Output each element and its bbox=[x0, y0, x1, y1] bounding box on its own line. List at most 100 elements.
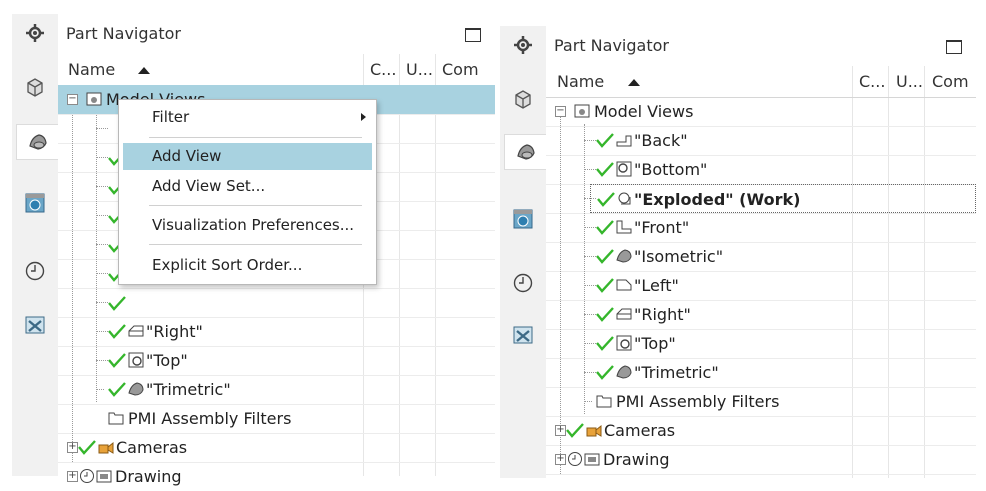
tree-row-drawing[interactable]: + Drawing bbox=[546, 445, 976, 474]
tree-label: "Exploded" (Work) bbox=[634, 190, 801, 209]
menu-item-add-view[interactable]: Add View bbox=[123, 143, 372, 170]
tree-row-drawing[interactable]: + Drawing bbox=[58, 462, 495, 491]
tree-label: PMI Assembly Filters bbox=[128, 409, 292, 428]
tree-label: "Isometric" bbox=[634, 247, 724, 266]
expand-icon[interactable]: + bbox=[67, 441, 78, 453]
check-icon bbox=[108, 353, 126, 368]
drawing-icon bbox=[96, 470, 112, 483]
camera-icon bbox=[586, 424, 602, 437]
tree-label: "Trimetric" bbox=[146, 380, 231, 399]
front-view-icon bbox=[616, 220, 632, 234]
back-view-icon bbox=[616, 135, 632, 147]
tree-row-trimetric[interactable]: "Trimetric" bbox=[58, 375, 495, 404]
tree-label: Drawing bbox=[115, 467, 182, 486]
check-icon bbox=[596, 162, 614, 177]
maximize-icon[interactable] bbox=[946, 40, 962, 54]
folder-icon bbox=[596, 395, 612, 408]
expand-icon[interactable]: + bbox=[67, 470, 78, 482]
menu-item-visualization-preferences[interactable]: Visualization Preferences... bbox=[152, 216, 355, 234]
part-navigator-panel-right: Part Navigator Name C... U... Com bbox=[500, 26, 976, 478]
history-clock-icon[interactable] bbox=[506, 266, 540, 300]
tree-row-pmi-filters[interactable]: PMI Assembly Filters bbox=[58, 404, 495, 433]
panel-title: Part Navigator bbox=[554, 36, 669, 55]
check-icon bbox=[597, 192, 615, 207]
history-clock-icon[interactable] bbox=[18, 254, 52, 288]
tree-row-back[interactable]: "Back" bbox=[546, 126, 976, 155]
assembly-navigator-icon[interactable] bbox=[504, 134, 547, 170]
part-cube-icon[interactable] bbox=[506, 82, 540, 116]
tree-label: "Bottom" bbox=[634, 160, 708, 179]
tree-row-top[interactable]: "Top" bbox=[58, 346, 495, 375]
check-icon bbox=[596, 249, 614, 264]
tree-row-model-views[interactable]: − Model Views bbox=[546, 97, 976, 126]
bottom-view-icon bbox=[616, 161, 632, 177]
tree-label: "Back" bbox=[634, 131, 688, 150]
right-view-icon bbox=[128, 325, 144, 337]
expand-icon[interactable]: + bbox=[555, 453, 566, 465]
tree-row-front[interactable]: "Front" bbox=[546, 213, 976, 242]
trimetric-view-icon bbox=[128, 382, 144, 396]
menu-item-add-view-set[interactable]: Add View Set... bbox=[152, 177, 266, 195]
submenu-arrow-icon bbox=[361, 113, 366, 121]
tree-row-exploded-work[interactable]: "Exploded" (Work) bbox=[590, 184, 976, 213]
tree-row-right[interactable]: "Right" bbox=[58, 317, 495, 346]
column-header-c[interactable]: C... bbox=[859, 72, 886, 91]
menu-item-filter[interactable]: Filter bbox=[123, 104, 372, 131]
web-browser-icon[interactable] bbox=[506, 202, 540, 236]
tree-label: "Right" bbox=[146, 322, 203, 341]
left-view-icon bbox=[616, 279, 632, 291]
column-header-com[interactable]: Com bbox=[442, 60, 479, 79]
tree-row-cameras[interactable]: + Cameras bbox=[546, 416, 976, 445]
timestamp-clock-icon bbox=[568, 452, 582, 466]
model-views-icon bbox=[86, 92, 102, 106]
column-header-com[interactable]: Com bbox=[932, 72, 969, 91]
assembly-navigator-icon[interactable] bbox=[16, 124, 59, 160]
web-browser-icon[interactable] bbox=[18, 186, 52, 220]
tree-row-right[interactable]: "Right" bbox=[546, 300, 976, 329]
tree-row-bottom[interactable]: "Bottom" bbox=[546, 155, 976, 184]
drawing-icon bbox=[584, 453, 600, 466]
column-header-c[interactable]: C... bbox=[370, 60, 397, 79]
top-view-icon bbox=[128, 352, 144, 368]
tree-row-pmi-filters[interactable]: PMI Assembly Filters bbox=[546, 387, 976, 416]
tree-grid: Name C... U... Com bbox=[546, 66, 976, 478]
expand-icon[interactable]: + bbox=[555, 424, 566, 436]
check-icon bbox=[596, 365, 614, 380]
navigator-area: Part Navigator Name C... U... Com bbox=[546, 26, 976, 478]
tree-label: Cameras bbox=[116, 438, 188, 457]
timestamp-clock-icon bbox=[80, 469, 94, 483]
check-icon bbox=[78, 440, 96, 455]
reuse-library-icon[interactable] bbox=[18, 308, 52, 342]
context-menu: Filter Add View Add View Set... Visualiz… bbox=[118, 99, 377, 285]
collapse-icon[interactable]: − bbox=[67, 93, 78, 105]
maximize-icon[interactable] bbox=[465, 28, 481, 42]
column-header-name[interactable]: Name bbox=[557, 72, 605, 91]
gear-icon[interactable] bbox=[506, 28, 540, 62]
tree-label: "Left" bbox=[634, 276, 679, 295]
check-icon bbox=[108, 296, 126, 311]
check-icon bbox=[596, 278, 614, 293]
reuse-library-icon[interactable] bbox=[506, 318, 540, 352]
resource-bar bbox=[500, 26, 547, 478]
tree-row-top[interactable]: "Top" bbox=[546, 329, 976, 358]
tree-row-isometric[interactable]: "Isometric" bbox=[546, 242, 976, 271]
tree-row-left[interactable]: "Left" bbox=[546, 271, 976, 300]
panel-title: Part Navigator bbox=[66, 24, 181, 43]
gear-icon[interactable] bbox=[18, 16, 52, 50]
column-header-name[interactable]: Name bbox=[68, 60, 116, 79]
right-view-icon bbox=[616, 308, 632, 320]
part-cube-icon[interactable] bbox=[18, 70, 52, 104]
tree-row-trimetric[interactable]: "Trimetric" bbox=[546, 358, 976, 387]
tree-label: "Right" bbox=[634, 305, 691, 324]
model-views-icon bbox=[574, 104, 590, 118]
menu-item-explicit-sort-order[interactable]: Explicit Sort Order... bbox=[152, 256, 303, 274]
check-icon bbox=[566, 423, 584, 438]
tree-row-cameras[interactable]: + Cameras bbox=[58, 433, 495, 462]
tree-label: Drawing bbox=[603, 450, 670, 469]
sort-ascending-icon bbox=[138, 67, 150, 74]
tree-label: "Top" bbox=[634, 334, 676, 353]
column-header-u[interactable]: U... bbox=[896, 72, 923, 91]
check-icon bbox=[596, 307, 614, 322]
collapse-icon[interactable]: − bbox=[555, 105, 566, 117]
column-header-u[interactable]: U... bbox=[406, 60, 433, 79]
